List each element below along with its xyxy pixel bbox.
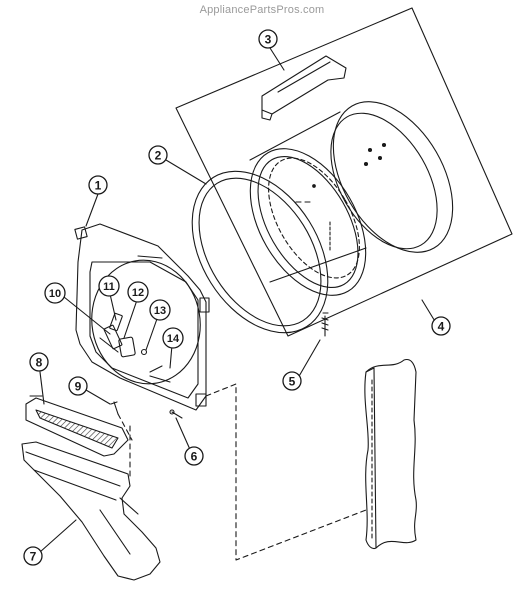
bulkhead-part — [74, 223, 210, 411]
callout-4: 4 — [431, 316, 451, 336]
callout-label: 12 — [132, 287, 144, 299]
callout-6: 6 — [184, 446, 204, 466]
seal-ring-part — [191, 170, 329, 334]
callout-14: 14 — [162, 327, 184, 349]
screw-part-9 — [110, 401, 119, 415]
callouts: 1 2 3 4 5 6 7 — [23, 29, 451, 566]
screw-part-5 — [321, 312, 329, 337]
bulkhead-sensors — [99, 312, 163, 373]
callout-label: 14 — [167, 333, 180, 345]
callout-label: 2 — [155, 149, 162, 163]
duct-part — [21, 441, 161, 581]
callout-5: 5 — [282, 371, 302, 391]
drum-part — [249, 101, 454, 296]
bracket-part — [261, 55, 347, 121]
callout-label: 5 — [289, 375, 296, 389]
drum-panel-outline — [175, 7, 513, 337]
callout-11: 11 — [98, 275, 120, 297]
callout-label: 8 — [36, 356, 43, 370]
callout-label: 11 — [103, 281, 115, 293]
callout-label: 9 — [75, 380, 82, 394]
callout-label: 7 — [30, 550, 37, 564]
callout-label: 4 — [438, 320, 445, 334]
callout-2: 2 — [148, 145, 168, 165]
callout-label: 13 — [154, 305, 166, 317]
callout-label: 6 — [191, 450, 198, 464]
screw-part-6 — [169, 409, 183, 419]
callout-1: 1 — [88, 175, 108, 195]
lint-screen-part — [25, 395, 129, 457]
watermark: AppliancePartsPros.com — [199, 4, 325, 16]
callout-label: 3 — [265, 33, 272, 47]
callout-12: 12 — [127, 281, 149, 303]
callout-label: 1 — [95, 179, 102, 193]
callout-7: 7 — [23, 546, 43, 566]
leader-lines — [39, 47, 437, 553]
callout-8: 8 — [29, 352, 49, 372]
callout-3: 3 — [258, 29, 278, 49]
assembly-lines — [117, 201, 367, 561]
side-panel-part — [364, 358, 417, 550]
callout-9: 9 — [68, 376, 88, 396]
callout-10: 10 — [44, 282, 66, 304]
callout-13: 13 — [149, 299, 171, 321]
callout-label: 10 — [49, 288, 61, 300]
